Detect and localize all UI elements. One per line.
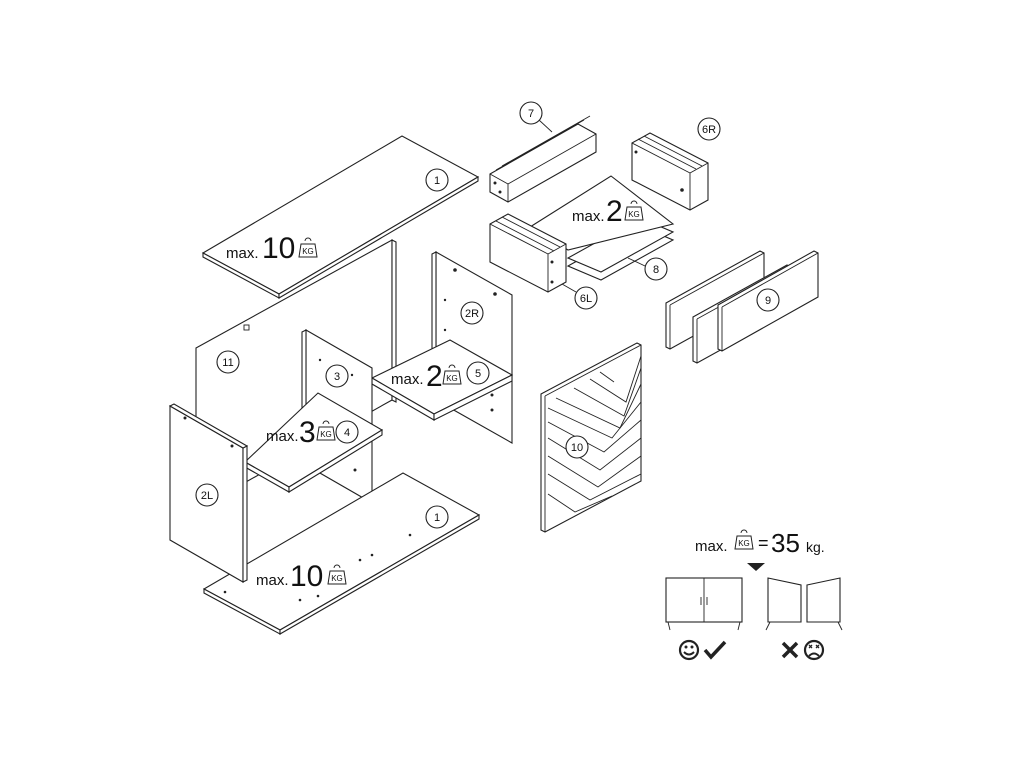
drawer-sides-7: 7: [489, 101, 597, 203]
total-load-prefix: max.: [695, 538, 728, 555]
load-top-prefix: max.: [226, 245, 259, 262]
part-label-2R: 2R: [465, 308, 479, 320]
total-load-note: max. KG = 35 kg.: [695, 528, 825, 571]
total-load-unit: kg.: [806, 539, 825, 555]
arrow-down-icon: [747, 563, 765, 571]
load-shelf5-value: 2: [426, 360, 443, 393]
kg-icon-label-shelf5: KG: [446, 374, 458, 383]
cabinet-correct: [665, 577, 743, 631]
load-bottom-prefix: max.: [256, 572, 289, 589]
part-label-8: 8: [653, 264, 659, 276]
part-label-11: 11: [222, 357, 233, 369]
load-bottom-value: 10: [290, 560, 323, 593]
total-load-value: 35: [771, 528, 800, 558]
happy-face-check-icon: [678, 639, 727, 661]
load-shelf5-prefix: max.: [391, 371, 424, 388]
part-label-1-top-circle: [425, 168, 449, 192]
sad-face-cross-icon: [781, 639, 825, 661]
load-top-value: 10: [262, 232, 295, 265]
shelf-5: 5 max. 2 KG: [370, 339, 514, 421]
drawer-fronts-6R: 6R: [631, 117, 721, 211]
part-label-7: 7: [528, 108, 534, 120]
kg-icon-label-bottom: KG: [331, 574, 343, 583]
load-drawer-value: 2: [606, 195, 623, 228]
shelf-4: 4 max. 3 KG: [244, 392, 384, 493]
side-panel-2L: 2L: [168, 403, 249, 583]
load-drawer-prefix: max.: [572, 208, 605, 225]
bottom-panel-1: 1 max. 10 KG: [202, 472, 481, 635]
part-label-10: 10: [571, 442, 583, 454]
drawer-fronts-9: 9: [665, 250, 819, 364]
part-label-4: 4: [344, 427, 350, 439]
part-label-2L: 2L: [201, 490, 213, 502]
total-load-equals: =: [758, 533, 769, 553]
kg-icon-label-top: KG: [302, 247, 314, 256]
top-panel-1: 1 max. 10 KG: [201, 135, 480, 299]
load-shelf4-prefix: max.: [266, 428, 299, 445]
part-label-3: 3: [334, 371, 340, 383]
part-label-5: 5: [475, 368, 481, 380]
part-label-6L: 6L: [580, 293, 592, 305]
part-label-1-bottom: 1: [434, 512, 440, 524]
door-panel-10: 10: [540, 342, 642, 533]
part-label-1-top: 1: [434, 175, 440, 187]
cabinet-incorrect: [765, 577, 843, 631]
load-shelf4-value: 3: [299, 416, 316, 449]
kg-icon-label-total: KG: [738, 539, 750, 548]
part-label-6R: 6R: [702, 124, 716, 136]
kg-icon-label-shelf4: KG: [320, 430, 332, 439]
part-label-9: 9: [765, 295, 771, 307]
kg-icon-label-drawer: KG: [628, 210, 640, 219]
drawer-sides-6L: 6L: [489, 213, 598, 310]
drawer-bottoms-8: max. 2 KG 8: [528, 175, 675, 281]
